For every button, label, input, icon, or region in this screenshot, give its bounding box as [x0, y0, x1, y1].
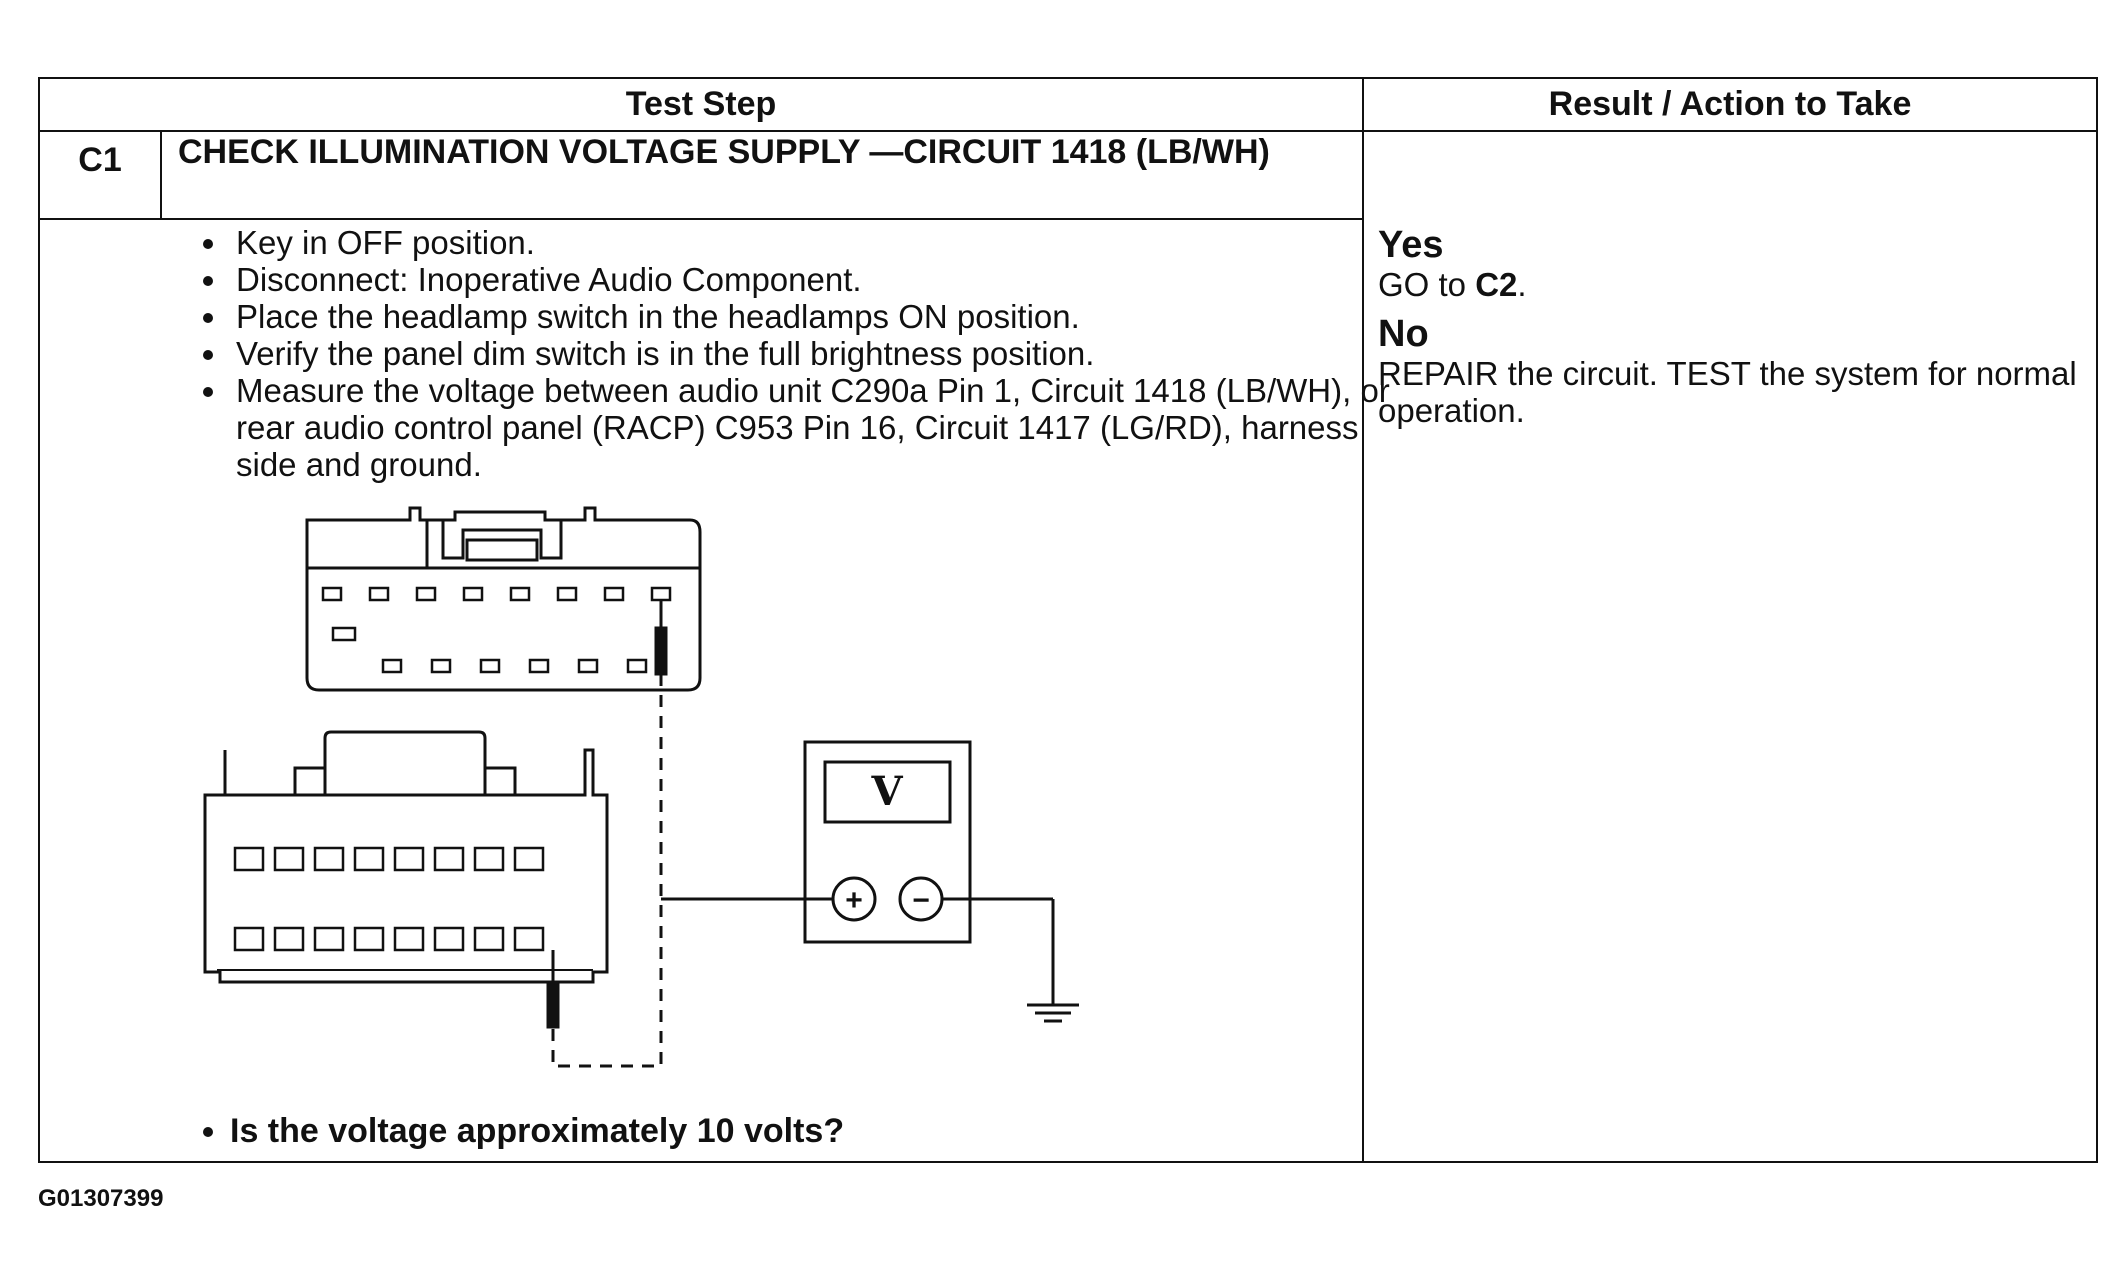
test-question: Is the voltage approximately 10 volts?	[230, 1111, 1390, 1151]
yes-action-prefix: GO to	[1378, 266, 1476, 303]
result-column: Yes GO to C2. No REPAIR the circuit. TES…	[1378, 224, 2078, 439]
no-label: No	[1378, 313, 1429, 355]
title-divider	[40, 218, 1362, 220]
negative-terminal: −	[912, 884, 930, 917]
voltmeter-icon	[661, 740, 1055, 1005]
lower-probe-icon	[546, 950, 560, 1029]
figure-id: G01307399	[38, 1185, 164, 1212]
step-title: CHECK ILLUMINATION VOLTAGE SUPPLY —CIRCU…	[178, 133, 1270, 171]
result-no: No REPAIR the circuit. TEST the system f…	[1378, 313, 2078, 429]
voltmeter-symbol: V	[870, 768, 903, 815]
positive-terminal: +	[845, 884, 863, 917]
header-result-action: Result / Action to Take	[1548, 85, 1912, 123]
connector-voltmeter-diagram: V + −	[203, 506, 1079, 1068]
column-divider	[1362, 79, 1364, 1161]
result-yes: Yes GO to C2.	[1378, 224, 2078, 303]
instruction-item: Key in OFF position.	[230, 224, 1390, 261]
yes-label: Yes	[1378, 224, 1444, 266]
yes-action-suffix: .	[1517, 266, 1527, 303]
instruction-item: Disconnect: Inoperative Audio Component.	[230, 261, 1390, 298]
step-id-divider	[160, 130, 162, 220]
probe-wire	[551, 674, 663, 1068]
ground-icon	[1027, 1003, 1079, 1023]
instruction-item: Place the headlamp switch in the headlam…	[230, 298, 1390, 335]
lower-connector-icon	[203, 730, 609, 984]
header-divider	[40, 130, 2096, 132]
question-list: Is the voltage approximately 10 volts?	[170, 1111, 1390, 1151]
upper-connector-icon	[305, 506, 702, 692]
header-test-step: Test Step	[625, 85, 777, 123]
instruction-item: Verify the panel dim switch is in the fu…	[230, 335, 1390, 372]
test-step-table: Test Step Result / Action to Take C1 CHE…	[38, 77, 2098, 1163]
instruction-item: Measure the voltage between audio unit C…	[230, 372, 1390, 483]
yes-action: GO to C2.	[1378, 266, 2078, 303]
upper-probe-icon	[654, 600, 668, 676]
yes-action-target: C2	[1475, 266, 1518, 303]
instruction-list: Key in OFF position. Disconnect: Inopera…	[170, 224, 1390, 483]
no-action: REPAIR the circuit. TEST the system for …	[1378, 355, 2077, 429]
step-id: C1	[78, 141, 122, 179]
